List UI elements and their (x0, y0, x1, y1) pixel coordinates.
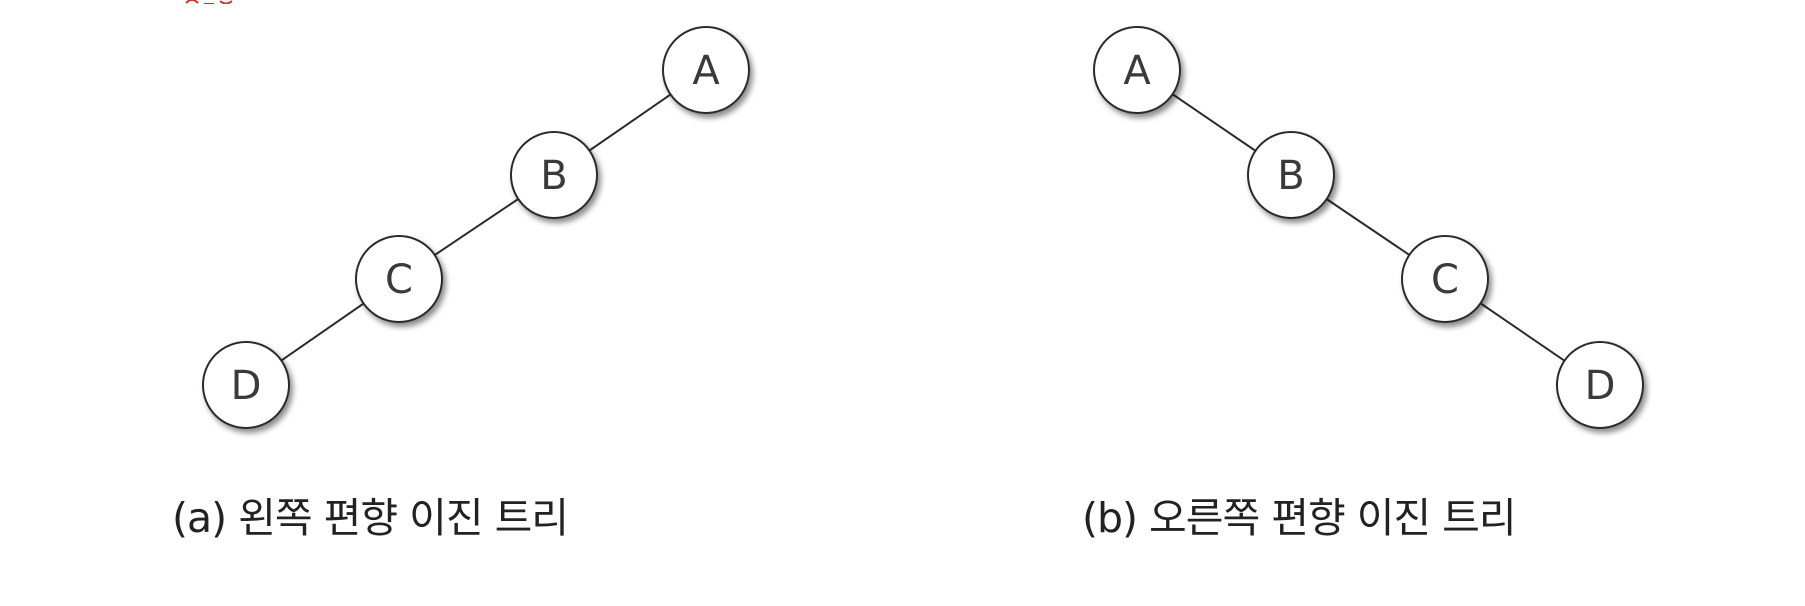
node-right-c: C (1401, 235, 1489, 323)
node-circle-right-c (1401, 235, 1489, 323)
left-skewed-tree: A B C D (202, 26, 750, 429)
node-left-c: C (355, 235, 443, 323)
right-skewed-tree: A B C D (1093, 26, 1644, 429)
caption-left-skewed: (a) 왼쪽 편향 이진 트리 (172, 494, 569, 542)
node-right-d: D (1556, 341, 1644, 429)
node-label-right-c: C (1431, 257, 1459, 303)
node-right-b: B (1247, 131, 1335, 219)
node-circle-left-c (355, 235, 443, 323)
node-label-left-b: B (540, 153, 567, 199)
node-label-right-a: A (1123, 48, 1151, 94)
node-label-left-d: D (231, 363, 262, 409)
node-label-left-a: A (692, 48, 720, 94)
node-left-d: D (202, 341, 290, 429)
node-circle-left-b (510, 131, 598, 219)
node-circle-right-b (1247, 131, 1335, 219)
node-circle-right-d (1556, 341, 1644, 429)
node-circle-left-a (662, 26, 750, 114)
caption-right-skewed: (b) 오른쪽 편향 이진 트리 (1082, 494, 1517, 542)
node-left-b: B (510, 131, 598, 219)
node-left-a: A (662, 26, 750, 114)
node-label-right-b: B (1277, 153, 1304, 199)
node-right-a: A (1093, 26, 1181, 114)
node-circle-right-a (1093, 26, 1181, 114)
top-red-mark (184, 0, 244, 4)
node-label-right-d: D (1585, 363, 1616, 409)
node-circle-left-d (202, 341, 290, 429)
node-label-left-c: C (385, 257, 413, 303)
